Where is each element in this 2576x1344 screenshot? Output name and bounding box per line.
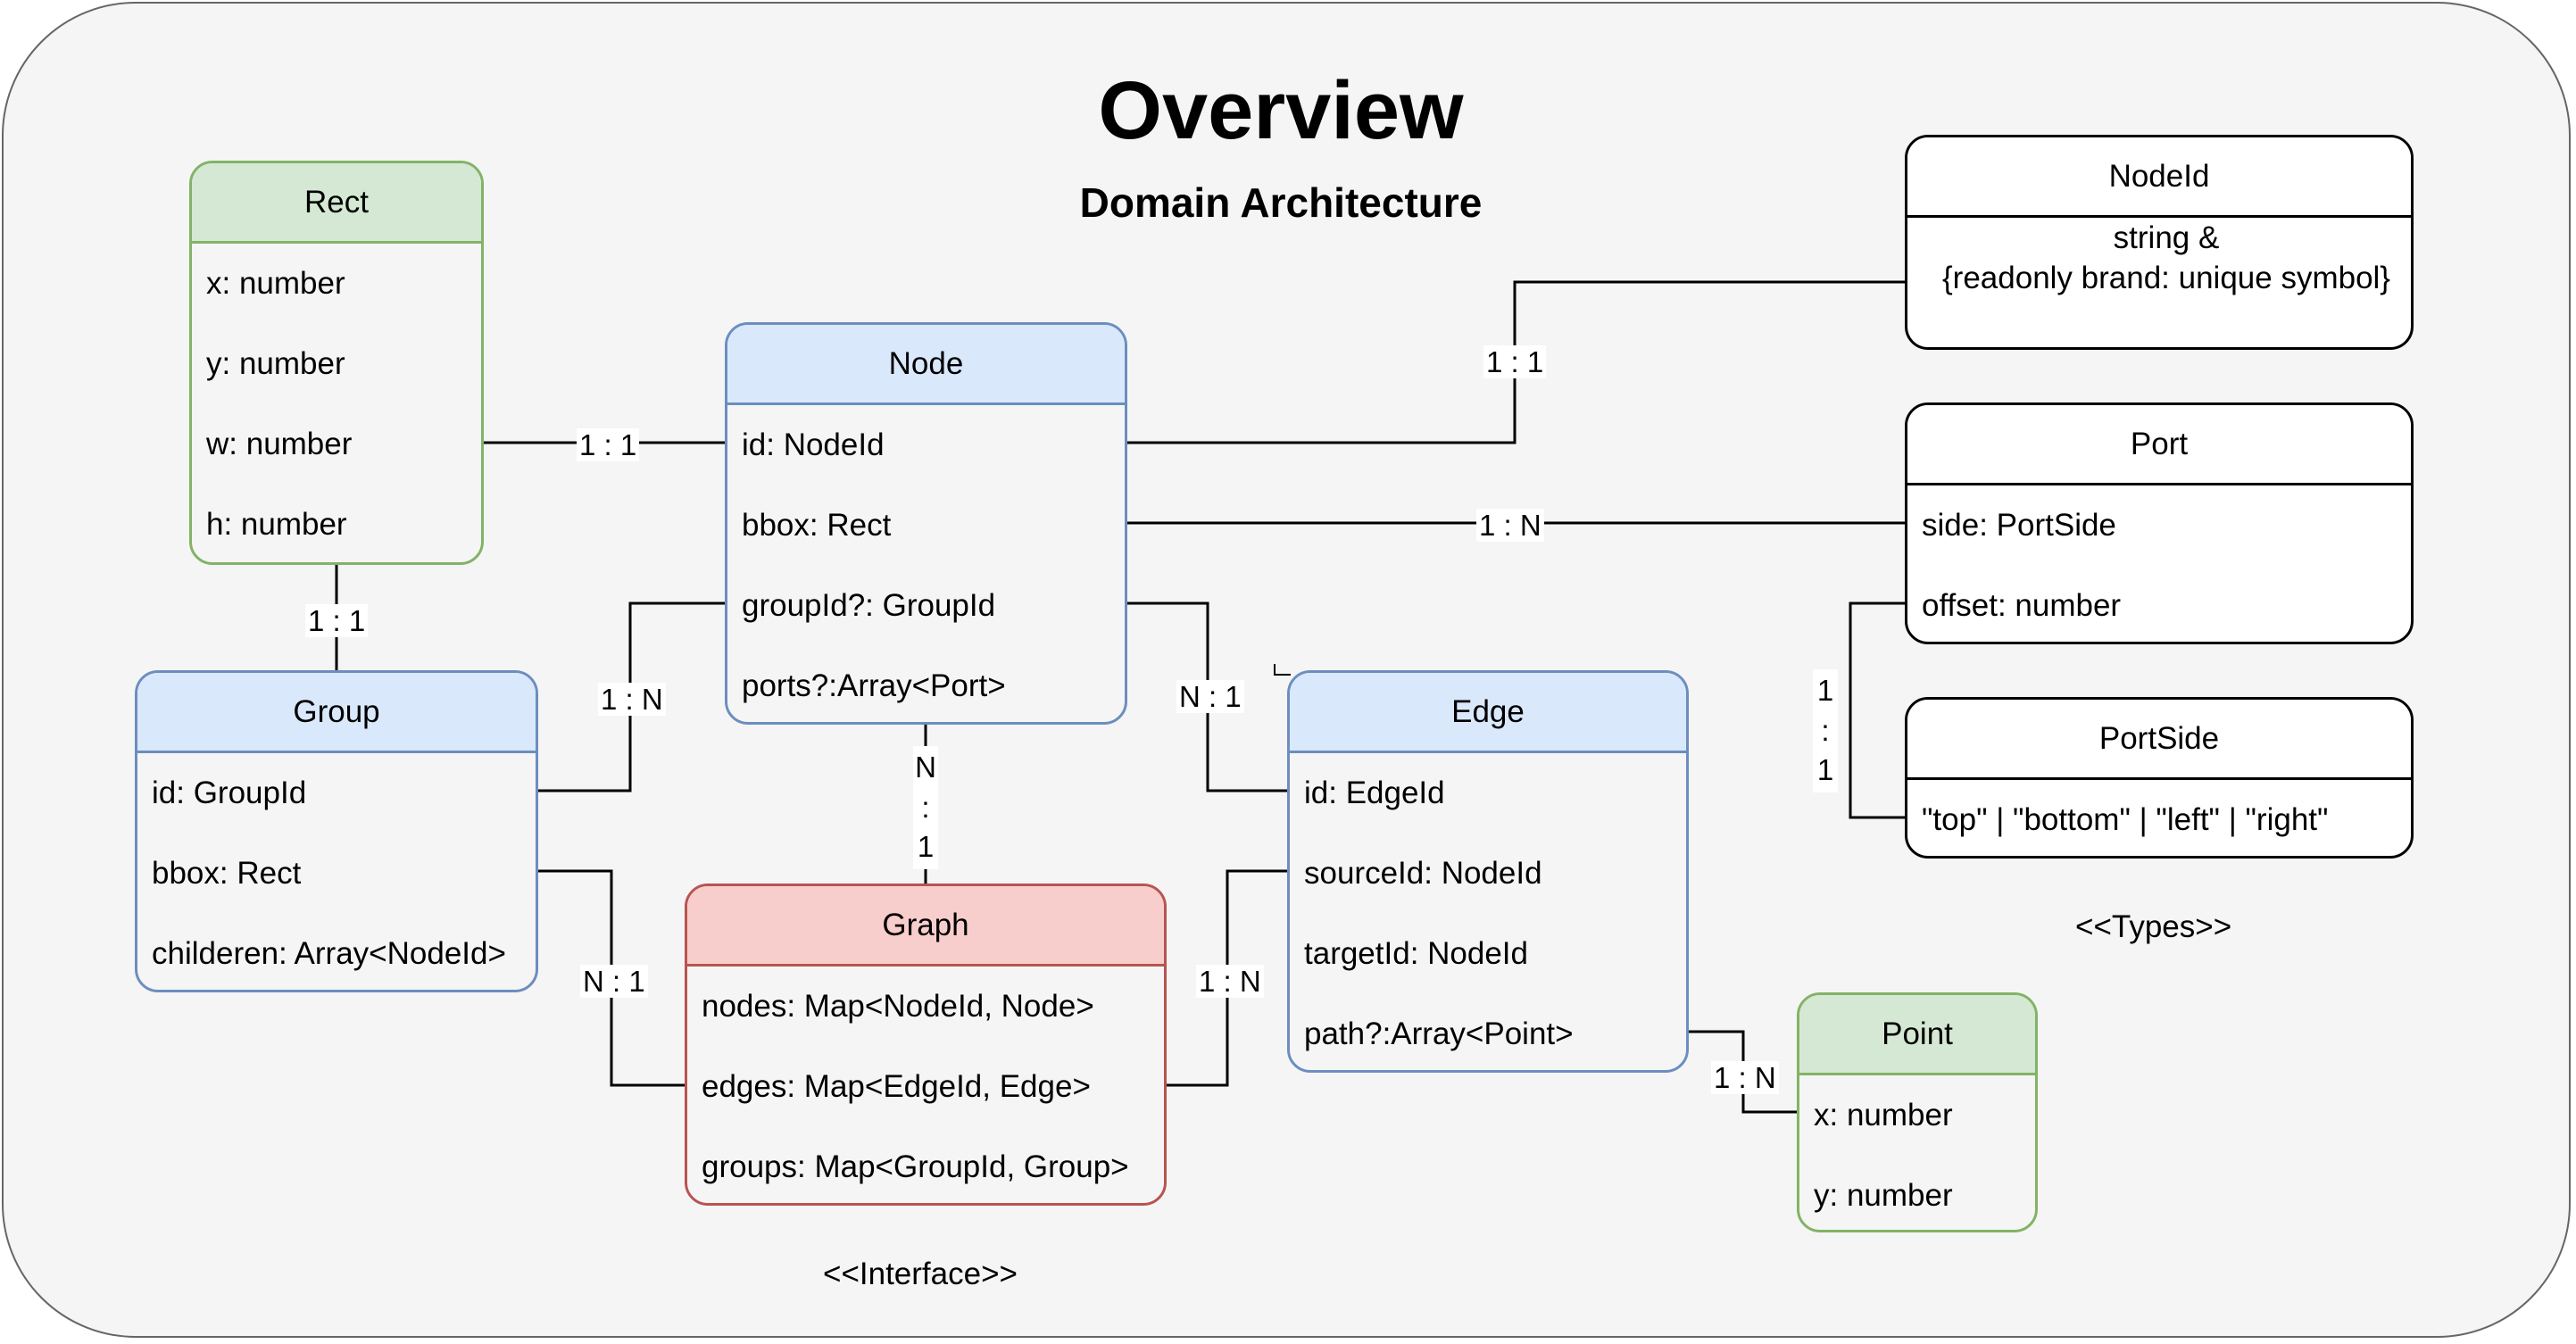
type-nodeid-body: string & {readonly brand: unique symbol}	[1907, 218, 2411, 298]
class-graph-header: Graph	[687, 886, 1164, 967]
relation-label-edge-point: 1 : N	[1711, 1061, 1779, 1094]
field-line: string &	[2113, 220, 2220, 255]
class-rect-header: Rect	[192, 163, 481, 244]
connector-port-portside	[1849, 601, 1905, 819]
field-row: id: GroupId	[152, 776, 307, 810]
class-rect[interactable]: Rect x: number y: number w: number h: nu…	[189, 161, 484, 565]
field-row: groupId?: GroupId	[742, 588, 996, 623]
field-row: sourceId: NodeId	[1304, 856, 1542, 891]
field-row: w: number	[206, 427, 353, 461]
diagram-title: Overview	[1098, 65, 1464, 156]
field-row: h: number	[206, 507, 347, 542]
caption-interface: <<Interface>>	[823, 1257, 1018, 1291]
field-row: ports?:Array<Port>	[742, 668, 1006, 703]
relation-label-node-graph: N : 1	[913, 746, 938, 869]
field-row: targetId: NodeId	[1304, 936, 1528, 971]
field-row: childeren: Array<NodeId>	[152, 936, 506, 971]
class-edge-header: Edge	[1290, 673, 1686, 753]
class-edge[interactable]: Edge id: EdgeId sourceId: NodeId targetI…	[1287, 670, 1689, 1073]
caption-types: <<Types>>	[2075, 909, 2232, 944]
field-row: "top" | "bottom" | "left" | "right"	[1922, 802, 2329, 837]
field-row: id: EdgeId	[1304, 776, 1445, 810]
relation-part: :	[1821, 713, 1830, 747]
field-line: {readonly brand: unique symbol}	[1941, 261, 2390, 295]
relation-label-node-nodeid: 1 : 1	[1483, 345, 1547, 378]
field-row: y: number	[206, 346, 345, 381]
class-group-header: Group	[137, 673, 536, 753]
field-row: side: PortSide	[1922, 508, 2116, 543]
class-point[interactable]: Point x: number y: number	[1797, 992, 2038, 1232]
class-group[interactable]: Group id: GroupId bbox: Rect childeren: …	[135, 670, 538, 992]
class-node[interactable]: Node id: NodeId bbox: Rect groupId?: Gro…	[725, 322, 1127, 725]
relation-label-node-port: 1 : N	[1476, 509, 1544, 542]
relation-label-graph-edge: 1 : N	[1196, 965, 1264, 998]
relation-label-rect-node: 1 : 1	[577, 428, 640, 461]
field-row: bbox: Rect	[152, 856, 302, 891]
type-portside[interactable]: PortSide "top" | "bottom" | "left" | "ri…	[1905, 697, 2414, 859]
field-row: x: number	[206, 266, 345, 301]
field-row: id: NodeId	[742, 427, 885, 462]
relation-label-rect-group: 1 : 1	[305, 604, 369, 637]
small-marker-glyph	[1274, 664, 1291, 676]
relation-part: 1	[1816, 674, 1834, 707]
relation-label-group-node: 1 : N	[598, 683, 666, 716]
field-row: x: number	[1814, 1098, 1953, 1132]
class-node-header: Node	[727, 325, 1125, 405]
field-row: edges: Map<EdgeId, Edge>	[702, 1069, 1091, 1104]
relation-label-node-edge: N : 1	[1176, 680, 1244, 713]
field-row: offset: number	[1922, 588, 2122, 623]
relation-part: :	[921, 790, 930, 824]
type-nodeid[interactable]: NodeId string & {readonly brand: unique …	[1905, 135, 2414, 350]
relation-part: 1	[1816, 753, 1834, 787]
class-point-header: Point	[1799, 995, 2035, 1075]
class-graph[interactable]: Graph nodes: Map<NodeId, Node> edges: Ma…	[685, 884, 1167, 1206]
relation-label-group-graph: N : 1	[580, 965, 648, 998]
field-row: bbox: Rect	[742, 508, 892, 543]
relation-label-port-portside: 1 : 1	[1813, 669, 1838, 792]
type-port[interactable]: Port side: PortSide offset: number	[1905, 402, 2414, 644]
field-row: path?:Array<Point>	[1304, 1016, 1574, 1051]
type-nodeid-header: NodeId	[1907, 137, 2411, 218]
field-row: nodes: Map<NodeId, Node>	[702, 989, 1094, 1024]
relation-part: 1	[917, 830, 935, 864]
type-port-header: Port	[1907, 405, 2411, 485]
type-portside-header: PortSide	[1907, 700, 2411, 780]
field-row: groups: Map<GroupId, Group>	[702, 1149, 1129, 1184]
diagram-subtitle: Domain Architecture	[1079, 179, 1483, 226]
field-row: y: number	[1814, 1178, 1953, 1213]
relation-part: N	[915, 751, 936, 784]
